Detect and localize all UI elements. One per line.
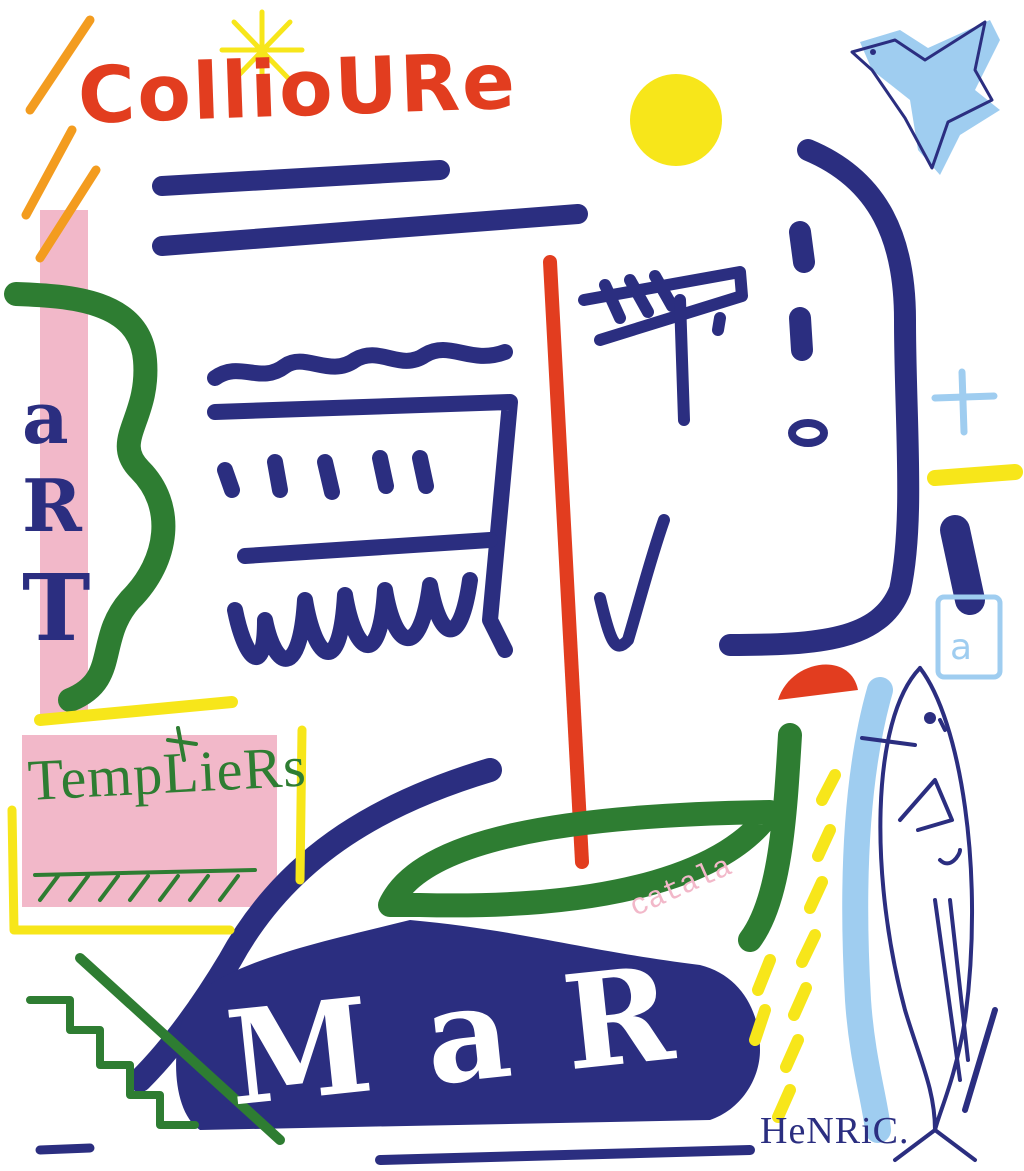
sky-tile — [935, 594, 1003, 680]
yellow-bracket — [7, 725, 307, 935]
artist-signature: HeNRiC. — [760, 1110, 910, 1152]
navy-bottom-dash — [35, 1143, 95, 1155]
green-serpent — [4, 282, 176, 712]
cross-icon — [931, 368, 998, 436]
art-letter-a: a — [22, 375, 69, 460]
title-collioure: CollioURe — [76, 36, 519, 142]
star-icon — [219, 9, 305, 89]
navy-base-line — [375, 1145, 755, 1165]
tile-letter: a — [950, 627, 973, 668]
navy-hill — [176, 920, 761, 1130]
art-letter-t: T — [22, 554, 91, 662]
navy-flag — [578, 266, 748, 652]
yellow-bar-left — [34, 696, 238, 726]
green-diagonal — [75, 953, 285, 1145]
green-hatching — [33, 726, 257, 902]
yellow-dashes — [749, 769, 841, 1123]
yellow-dash-right — [927, 464, 1023, 486]
navy-tower — [719, 139, 985, 656]
sun-icon — [630, 74, 722, 166]
navy-right-bar — [962, 1007, 998, 1113]
navy-horizon-bars — [152, 160, 588, 256]
orange-diagonal-strokes — [21, 15, 101, 263]
art-letter-r: R — [22, 463, 82, 548]
tower-window — [788, 419, 828, 447]
fish-icon — [860, 666, 977, 1162]
green-zigzag — [26, 996, 199, 1129]
navy-building-left — [207, 342, 518, 667]
dove-icon — [850, 20, 1000, 175]
red-mast — [543, 255, 589, 869]
sky-stripe — [842, 677, 893, 1143]
red-dome — [778, 664, 858, 700]
templiers-text: TempLieRs — [26, 733, 309, 813]
fish-eye — [924, 712, 936, 724]
green-boat-hull — [378, 723, 802, 952]
